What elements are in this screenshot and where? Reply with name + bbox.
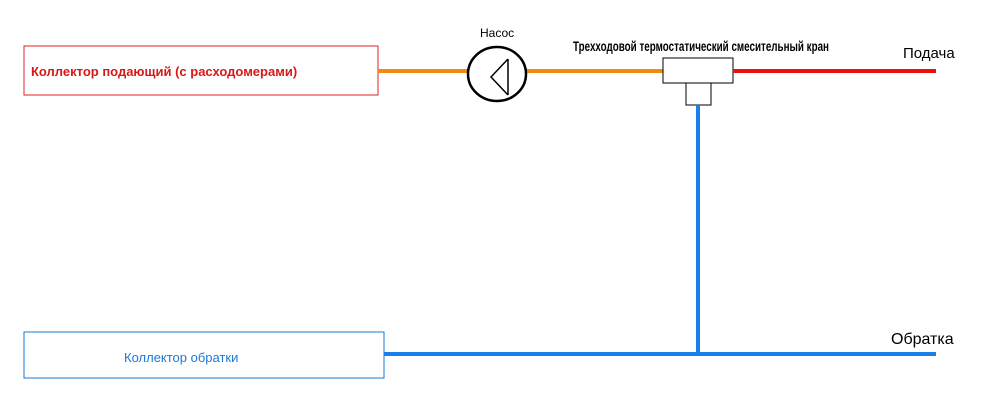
three-way-valve-icon <box>662 57 734 106</box>
return-collector-box <box>23 331 385 379</box>
supply-line-label: Подача <box>903 45 955 62</box>
pump-label: Насос <box>480 26 514 40</box>
supply-collector-box <box>23 45 379 96</box>
valve-label: Трехходовой термостатический смесительны… <box>573 38 829 54</box>
pump-icon <box>466 45 528 103</box>
return-line-label: Обратка <box>891 331 954 348</box>
supply-collector-label: Коллектор подающий (с расходомерами) <box>31 64 297 79</box>
return-collector-label: Коллектор обратки <box>124 350 238 365</box>
